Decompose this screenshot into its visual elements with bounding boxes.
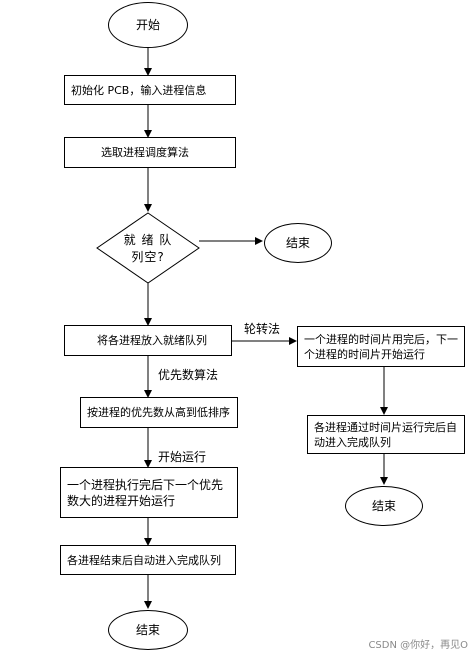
end-top-label: 结束 (285, 235, 310, 250)
end-node-top: 结束 (264, 223, 332, 263)
rr-exec-step: 一个进程的时间片用完后，下一个进程的时间片开始运行 (297, 326, 465, 367)
label-priority: 优先数算法 (158, 368, 219, 382)
start-node: 开始 (108, 2, 188, 48)
label-start-run: 开始运行 (158, 450, 207, 464)
sort-step: 按进程的优先数从高到低排序 (80, 397, 238, 428)
end-node-right: 结束 (345, 486, 423, 526)
decision-line-2: 列空? (131, 250, 165, 264)
priority-done-step: 各进程结束后自动进入完成队列 (60, 545, 236, 575)
rr-exec-label: 一个进程的时间片用完后，下一个进程的时间片开始运行 (304, 332, 458, 361)
sort-label: 按进程的优先数从高到低排序 (87, 406, 230, 419)
end-right-label: 结束 (371, 498, 396, 513)
priority-exec-step: 一个进程执行完后下一个优先数大的进程开始运行 (60, 467, 238, 518)
init-step: 初始化 PCB，输入进程信息 (64, 75, 236, 105)
end-node-bottom: 结束 (108, 610, 188, 650)
priority-exec-label: 一个进程执行完后下一个优先数大的进程开始运行 (67, 477, 224, 508)
decision-queue-empty: 就 绪 队 列空? (115, 232, 181, 266)
label-round-robin: 轮转法 (244, 322, 281, 336)
decision-line-1: 就 绪 队 (123, 233, 173, 247)
rr-done-label: 各进程通过时间片运行完后自动进入完成队列 (314, 420, 457, 449)
enqueue-step: 将各进程放入就绪队列 (64, 325, 232, 356)
select-algorithm-step: 选取进程调度算法 (64, 137, 236, 168)
start-label: 开始 (135, 17, 160, 32)
priority-done-label: 各进程结束后自动进入完成队列 (67, 553, 221, 567)
enqueue-label: 将各进程放入就绪队列 (97, 334, 207, 347)
rr-done-step: 各进程通过时间片运行完后自动进入完成队列 (307, 415, 465, 454)
end-bottom-label: 结束 (135, 622, 160, 637)
init-step-label: 初始化 PCB，输入进程信息 (71, 83, 207, 97)
watermark: CSDN @你好，再见O (368, 640, 468, 651)
select-algorithm-label: 选取进程调度算法 (101, 146, 189, 159)
